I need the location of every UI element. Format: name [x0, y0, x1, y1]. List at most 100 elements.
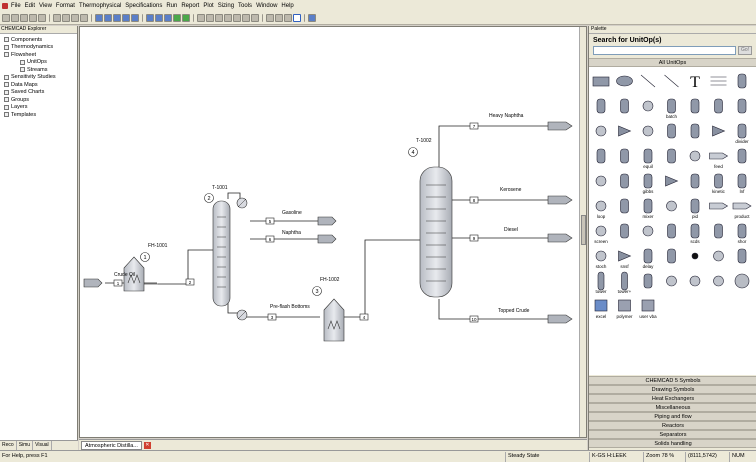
explorer-tab-reco[interactable]: Reco — [0, 441, 17, 450]
unitop-mixer-icon[interactable] — [644, 199, 652, 213]
save-icon[interactable] — [20, 14, 28, 22]
unitop-pump-icon[interactable] — [596, 126, 606, 136]
unitop-drum-icon[interactable] — [691, 99, 699, 113]
unitop-exch-icon[interactable] — [667, 276, 677, 286]
line-icon[interactable] — [275, 14, 283, 22]
product-arrow-topped-crude[interactable] — [548, 315, 572, 323]
app-icon[interactable] — [2, 3, 8, 9]
explorer-item-layers[interactable]: Layers — [0, 104, 77, 112]
run-icon[interactable] — [173, 14, 181, 22]
select-icon[interactable] — [266, 14, 274, 22]
unitop-exch-icon[interactable] — [667, 201, 677, 211]
unitop-vessel-icon[interactable] — [621, 99, 629, 113]
unitop-drum-icon[interactable] — [597, 149, 605, 163]
unitop-arrow-icon[interactable] — [710, 203, 728, 209]
canvas-vertical-scrollbar[interactable] — [579, 27, 586, 437]
unitop-uservba-icon[interactable] — [642, 300, 654, 311]
menu-tools[interactable]: Tools — [238, 3, 252, 9]
unitop-drum-icon[interactable] — [644, 274, 652, 288]
unitop-line-icon[interactable] — [641, 75, 655, 87]
menu-plot[interactable]: Plot — [203, 3, 213, 9]
menu-window[interactable]: Window — [256, 3, 277, 9]
unitop-exch-icon[interactable] — [596, 251, 606, 261]
palette-category-drawing-symbols[interactable]: Drawing Symbols — [589, 385, 756, 394]
menu-specifications[interactable]: Specifications — [125, 3, 162, 9]
unitop-scds-icon[interactable] — [644, 249, 652, 263]
unitop-vessel-icon[interactable] — [597, 99, 605, 113]
unitop-stoch-icon[interactable] — [668, 249, 676, 263]
unitop-ellipse-icon[interactable] — [617, 76, 633, 86]
menu-format[interactable]: Format — [56, 3, 75, 9]
unitop-feed-icon[interactable] — [710, 153, 728, 159]
scrollbar-thumb[interactable] — [581, 215, 586, 245]
unitop-polymer-icon[interactable] — [619, 300, 631, 311]
unitop-drum-icon[interactable] — [738, 149, 746, 163]
align-icon[interactable] — [233, 14, 241, 22]
menu-run[interactable]: Run — [166, 3, 177, 9]
unitop-drum-icon[interactable] — [621, 174, 629, 188]
text-icon[interactable] — [284, 14, 292, 22]
unit-t-1001[interactable] — [213, 198, 247, 320]
unitop-vessel-icon[interactable] — [691, 224, 699, 238]
plot-icon[interactable] — [155, 14, 163, 22]
unitop-exch-icon[interactable] — [714, 276, 724, 286]
layer-icon[interactable] — [251, 14, 259, 22]
product-arrow-naphtha[interactable] — [318, 235, 336, 243]
palette-category-reactors[interactable]: Reactors — [589, 421, 756, 430]
unitop-excel-icon[interactable] — [595, 300, 607, 311]
unitop-mixer-icon[interactable] — [691, 124, 699, 138]
stream-arrow-feed[interactable] — [84, 279, 102, 287]
explorer-item-components[interactable]: Components — [0, 36, 77, 44]
unitop-exch-icon[interactable] — [643, 101, 653, 111]
unitop-search-input[interactable] — [593, 46, 736, 55]
unitop-vessel-icon[interactable] — [691, 174, 699, 188]
unitop-lines-icon[interactable] — [711, 77, 727, 85]
group-icon[interactable] — [242, 14, 250, 22]
palette-category-miscellaneous[interactable]: Miscellaneous — [589, 403, 756, 412]
unitop-text-t-icon[interactable]: T — [690, 74, 700, 91]
unitop-drum-icon[interactable] — [621, 149, 629, 163]
unitop-diag-icon[interactable] — [665, 75, 679, 87]
unitop-equil-icon[interactable] — [644, 149, 652, 163]
unitop-kinetic-icon[interactable] — [715, 174, 723, 188]
menu-file[interactable]: File — [11, 3, 21, 9]
unitop-dot-icon[interactable] — [692, 253, 698, 259]
redo-icon[interactable] — [80, 14, 88, 22]
unitop-batch-icon[interactable] — [668, 99, 676, 113]
sizing-icon[interactable] — [164, 14, 172, 22]
open-folder-icon[interactable] — [11, 14, 19, 22]
menu-sizing[interactable]: Sizing — [218, 3, 234, 9]
unitop-tri-icon[interactable] — [619, 251, 631, 261]
explorer-item-groups[interactable]: Groups — [0, 96, 77, 104]
unitop-loop-icon[interactable] — [596, 201, 606, 211]
unitop-drum-icon[interactable] — [668, 224, 676, 238]
unitop-flash-icon[interactable] — [668, 149, 676, 163]
unitop-exch-icon[interactable] — [643, 126, 653, 136]
unitop-exch-icon[interactable] — [690, 276, 700, 286]
print-icon[interactable] — [29, 14, 37, 22]
close-icon[interactable]: ✕ — [144, 442, 151, 449]
unitop-gibbs-icon[interactable] — [644, 174, 652, 188]
explorer-tab-visual[interactable]: Visual — [33, 441, 52, 450]
explorer-item-templates[interactable]: Templates — [0, 111, 77, 119]
explorer-item-sensitivity-studies[interactable]: Sensitivity Studies — [0, 74, 77, 82]
unitop-ring-icon[interactable] — [735, 274, 749, 288]
unitop-divider-icon[interactable] — [738, 124, 746, 138]
unitop-drum-icon[interactable] — [621, 224, 629, 238]
cut-icon[interactable] — [38, 14, 46, 22]
unitop-exch-icon[interactable] — [714, 251, 724, 261]
stream-icon[interactable] — [131, 14, 139, 22]
unitop-drum-icon[interactable] — [621, 199, 629, 213]
zoom-out-icon[interactable] — [206, 14, 214, 22]
report-icon[interactable] — [146, 14, 154, 22]
unitop-product-icon[interactable] — [733, 203, 751, 209]
grid-icon[interactable] — [293, 14, 301, 22]
unitop-vessel-icon[interactable] — [738, 99, 746, 113]
explorer-item-flowsheet[interactable]: Flowsheet — [0, 51, 77, 59]
menu-view[interactable]: View — [39, 3, 52, 9]
unitop-pid-icon[interactable] — [691, 199, 699, 213]
palette-category-solids-handling[interactable]: Solids handling — [589, 439, 756, 448]
product-arrow-kerosene[interactable] — [548, 196, 572, 204]
run-all-icon[interactable] — [182, 14, 190, 22]
unitop-exch-icon[interactable] — [643, 226, 653, 236]
